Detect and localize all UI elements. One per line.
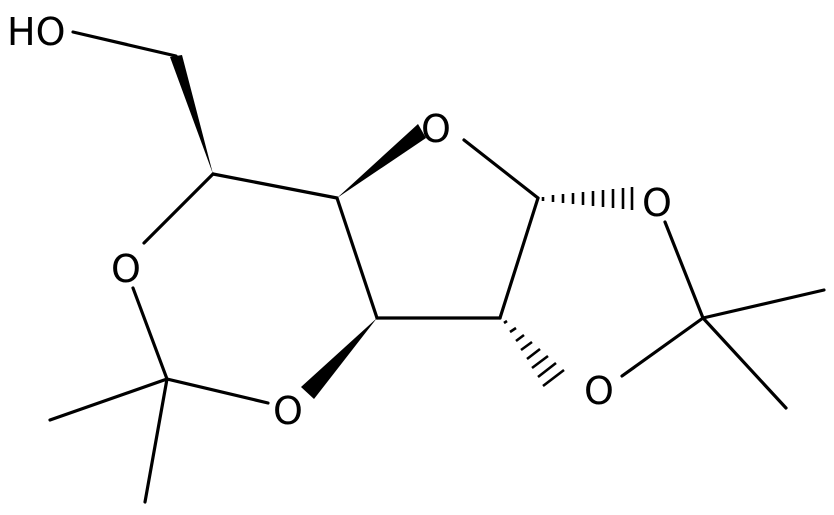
bond-c4-c3 [335,196,379,320]
bond-c2-c1 [498,196,540,320]
ring-oxygen-label: O [421,107,451,151]
dioxolane-oxygen-lower-label: O [584,369,614,413]
bond-cme2-methyl-right-up [701,288,826,320]
bond-cme2-methyl-down [143,377,169,504]
dioxane-oxygen-lower-label: O [273,389,303,433]
dioxolane-oxygen-upper-label: O [642,181,672,225]
wedge-c3-dioxane-o-lower [301,318,377,399]
bond-cme2-dioxane-o-lower [165,377,270,405]
bond-c5-c4 [211,172,339,200]
bond-ho-ch2 [71,30,178,58]
wedge-c5-ch2 [170,55,213,174]
bond-dioxolane-o-upper-cme2 [663,220,705,320]
dioxane-oxygen-left-label: O [111,247,141,291]
bonds [48,30,826,504]
bond-dioxane-o-left-cme2 [131,286,169,381]
hashed-bond-c1-dioxolane-o-upper [541,187,634,210]
hydroxyl-label: HO [7,10,65,54]
bond-cme2-methyl-right-down [701,316,788,410]
bond-c5-dioxane-o-left [142,172,215,245]
bond-c1-ring-o [462,138,540,200]
wedge-bonds [170,55,426,399]
atom-labels: HO O O O O O [7,10,672,433]
wedge-c4-ring-o [337,124,426,198]
bond-cme2-methyl-left [48,377,169,422]
hashed-bond-c2-dioxolane-o-lower [503,319,565,388]
bond-dioxolane-o-lower-cme2 [620,316,705,378]
